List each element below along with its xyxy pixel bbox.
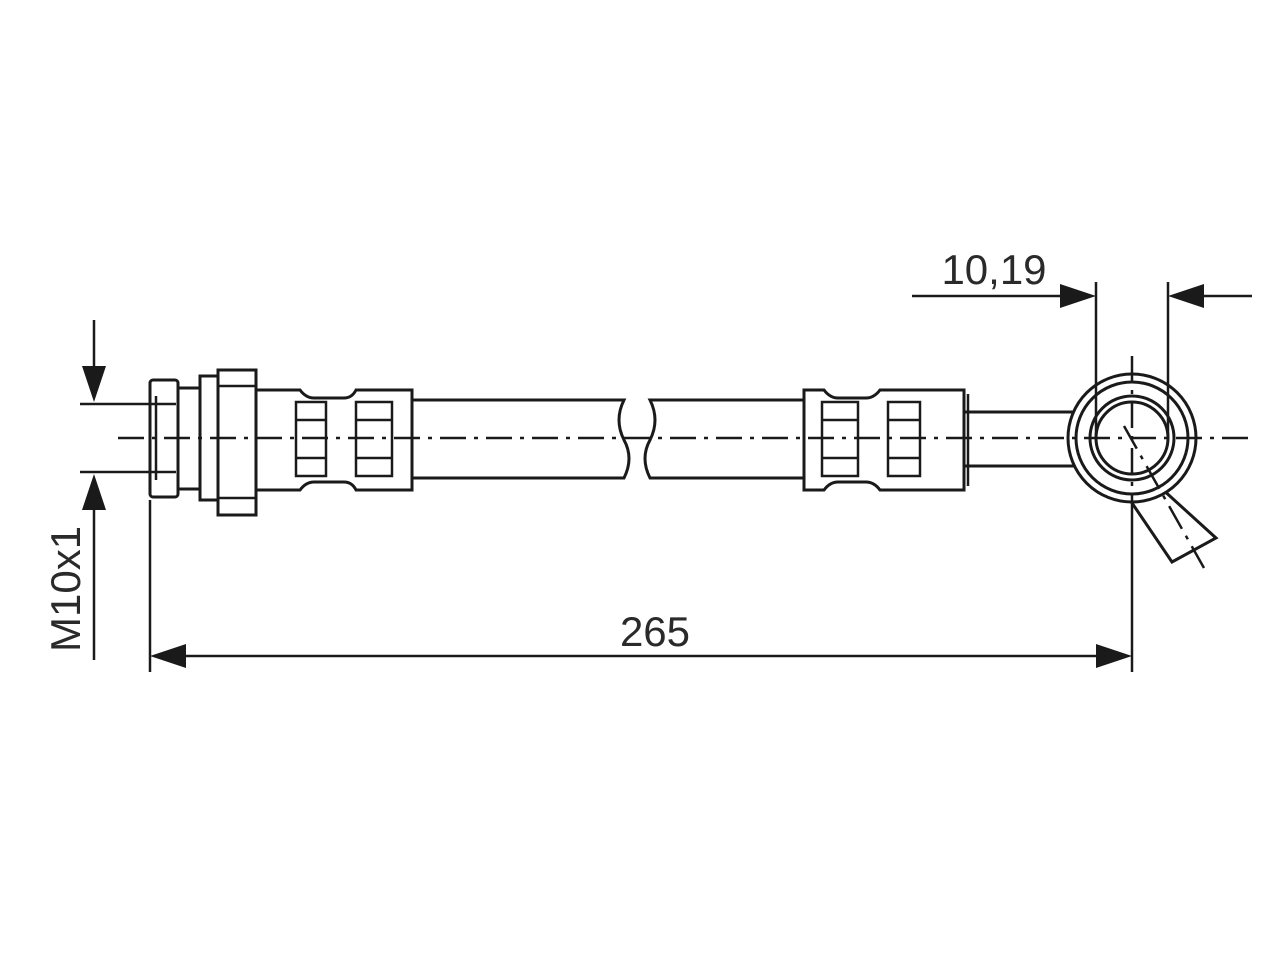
thread-arrow-up: [82, 474, 106, 510]
length-arrow-right: [1096, 644, 1132, 668]
hose-body: [410, 398, 808, 480]
length-dimension: 265: [148, 500, 1134, 672]
bore-arrow-left: [1060, 284, 1096, 308]
threaded-fitting: [148, 368, 414, 517]
thread-arrow-down: [82, 366, 106, 402]
bore-arrow-right: [1168, 284, 1204, 308]
overall-length-label: 265: [620, 608, 690, 655]
thread-size-label: M10x1: [42, 526, 89, 652]
eye-bore-label: 10,19: [941, 246, 1046, 293]
hex-nut: [216, 368, 258, 517]
banjo-eye: [1066, 356, 1219, 569]
spigot-center: [1122, 425, 1206, 569]
right-fitting: [802, 388, 1076, 492]
length-arrow-left: [150, 644, 186, 668]
thread-dimension: M10x1: [42, 320, 176, 660]
bore-dimension: 10,19: [912, 246, 1252, 438]
right-crimp-sleeve: [802, 388, 966, 492]
